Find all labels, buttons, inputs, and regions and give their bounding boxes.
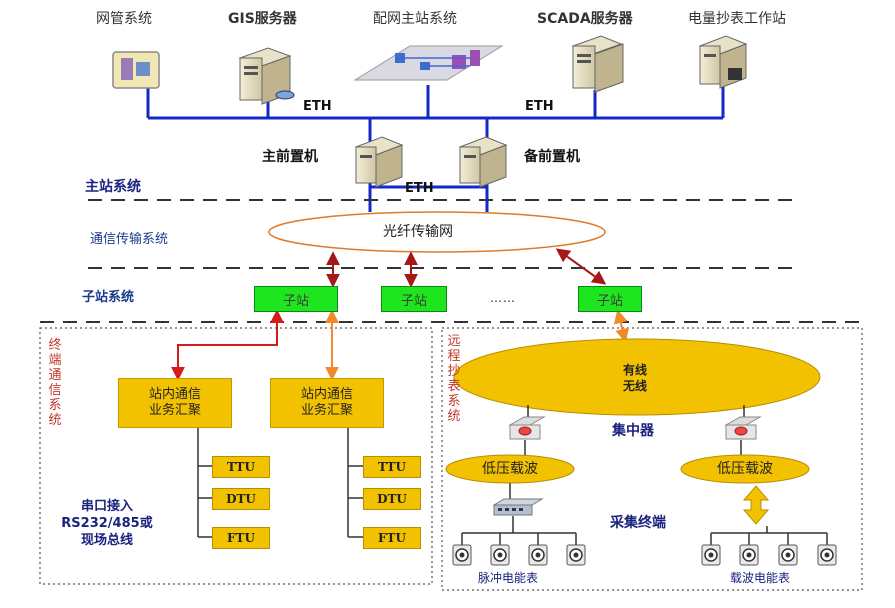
substation-box: 子站 (254, 286, 338, 312)
aggregator-line: 站内通信 (300, 387, 353, 402)
server-icon (571, 35, 624, 93)
substation-box: 子站 (381, 286, 447, 312)
terminal-comm-title: 终端通信系统 (48, 338, 62, 428)
eth-label: ETH (525, 99, 554, 114)
aggregator-line: 站内通信 (148, 387, 201, 402)
meter-tree-left (461, 516, 577, 545)
node-label-metering: 电量抄表工作站 (688, 11, 786, 27)
wired-wireless-ellipse (453, 338, 821, 416)
meter-icon (778, 544, 798, 566)
low-voltage-carrier-label: 低压载波 (717, 461, 773, 477)
carrier-meter-label: 载波电能表 (730, 571, 791, 585)
aggregator-box: 站内通信 业务汇聚 (118, 378, 232, 428)
node-label-nms: 网管系统 (96, 11, 152, 27)
aggregator-line: 业务汇聚 (148, 403, 201, 418)
terminal-box-ftu: FTU (363, 527, 421, 549)
layer-label-substation: 子站系统 (82, 290, 135, 305)
eth-label: ETH (405, 181, 434, 196)
eth-label: ETH (303, 99, 332, 114)
wired-label: 有线 (622, 363, 647, 377)
concentrator-label: 集中器 (612, 423, 654, 439)
fiber-network-ellipse (268, 211, 606, 253)
terminal-box-ttu: TTU (363, 456, 421, 478)
serial-access-line: RS232/485或 (61, 516, 153, 531)
aggregator-line: 业务汇聚 (300, 403, 353, 418)
main-front-machine-label: 主前置机 (262, 149, 318, 165)
link-arrow (555, 248, 607, 285)
link-arrow (613, 309, 630, 343)
meter-icon (452, 544, 472, 566)
concentrator-icon (724, 416, 762, 440)
serial-access-label: 串口接入 RS232/485或 现场总线 (52, 498, 162, 549)
terminal-box-dtu: DTU (363, 488, 421, 510)
low-voltage-carrier-label: 低压载波 (482, 461, 538, 477)
aggregator-box: 站内通信 业务汇聚 (270, 378, 384, 428)
wireless-label: 无线 (622, 379, 647, 393)
eth-bus-top (146, 85, 725, 212)
low-voltage-carrier-ellipse (680, 454, 810, 484)
concentrator-icon (508, 416, 546, 440)
terminal-tree-right (347, 428, 363, 538)
terminal-box-ttu: TTU (212, 456, 270, 478)
workstation-icon (698, 35, 748, 89)
fiber-network-label: 光纤传输网 (383, 224, 453, 240)
layer-label-comm: 通信传输系统 (90, 232, 169, 247)
terminal-tree-left (197, 428, 212, 538)
double-arrow-icon (742, 485, 770, 525)
meter-icon (701, 544, 721, 566)
pulse-meter-label: 脉冲电能表 (478, 571, 539, 585)
layer-separators (40, 199, 860, 323)
link-arrow (171, 309, 284, 381)
serial-access-line: 现场总线 (80, 533, 133, 548)
node-label-gis: GIS服务器 (228, 11, 297, 27)
substation-ellipsis: …… (490, 291, 516, 305)
meter-tree-right (710, 526, 828, 545)
meter-icon (817, 544, 837, 566)
node-label-master: 配网主站系统 (373, 11, 457, 27)
serial-access-line: 串口接入 (80, 499, 133, 514)
terminal-box-ftu: FTU (212, 527, 270, 549)
backup-front-machine-label: 备前置机 (524, 149, 580, 165)
layer-label-master: 主站系统 (85, 179, 141, 195)
network-icon (353, 45, 504, 81)
terminal-box-dtu: DTU (212, 488, 270, 510)
meter-icon (528, 544, 548, 566)
remote-meter-title: 远程抄表系统 (447, 334, 461, 424)
server-icon (354, 136, 404, 188)
monitor-icon (112, 51, 160, 89)
switch-icon (492, 498, 544, 516)
meter-icon (490, 544, 510, 566)
node-label-scada: SCADA服务器 (537, 11, 633, 27)
server-icon (458, 136, 508, 188)
substation-box: 子站 (578, 286, 642, 312)
meter-icon (739, 544, 759, 566)
remote-meter-region (441, 327, 863, 591)
wired-wireless-label: 有线 无线 (600, 362, 670, 394)
collector-label: 采集终端 (610, 515, 666, 531)
server-icon (238, 47, 295, 105)
meter-icon (566, 544, 586, 566)
